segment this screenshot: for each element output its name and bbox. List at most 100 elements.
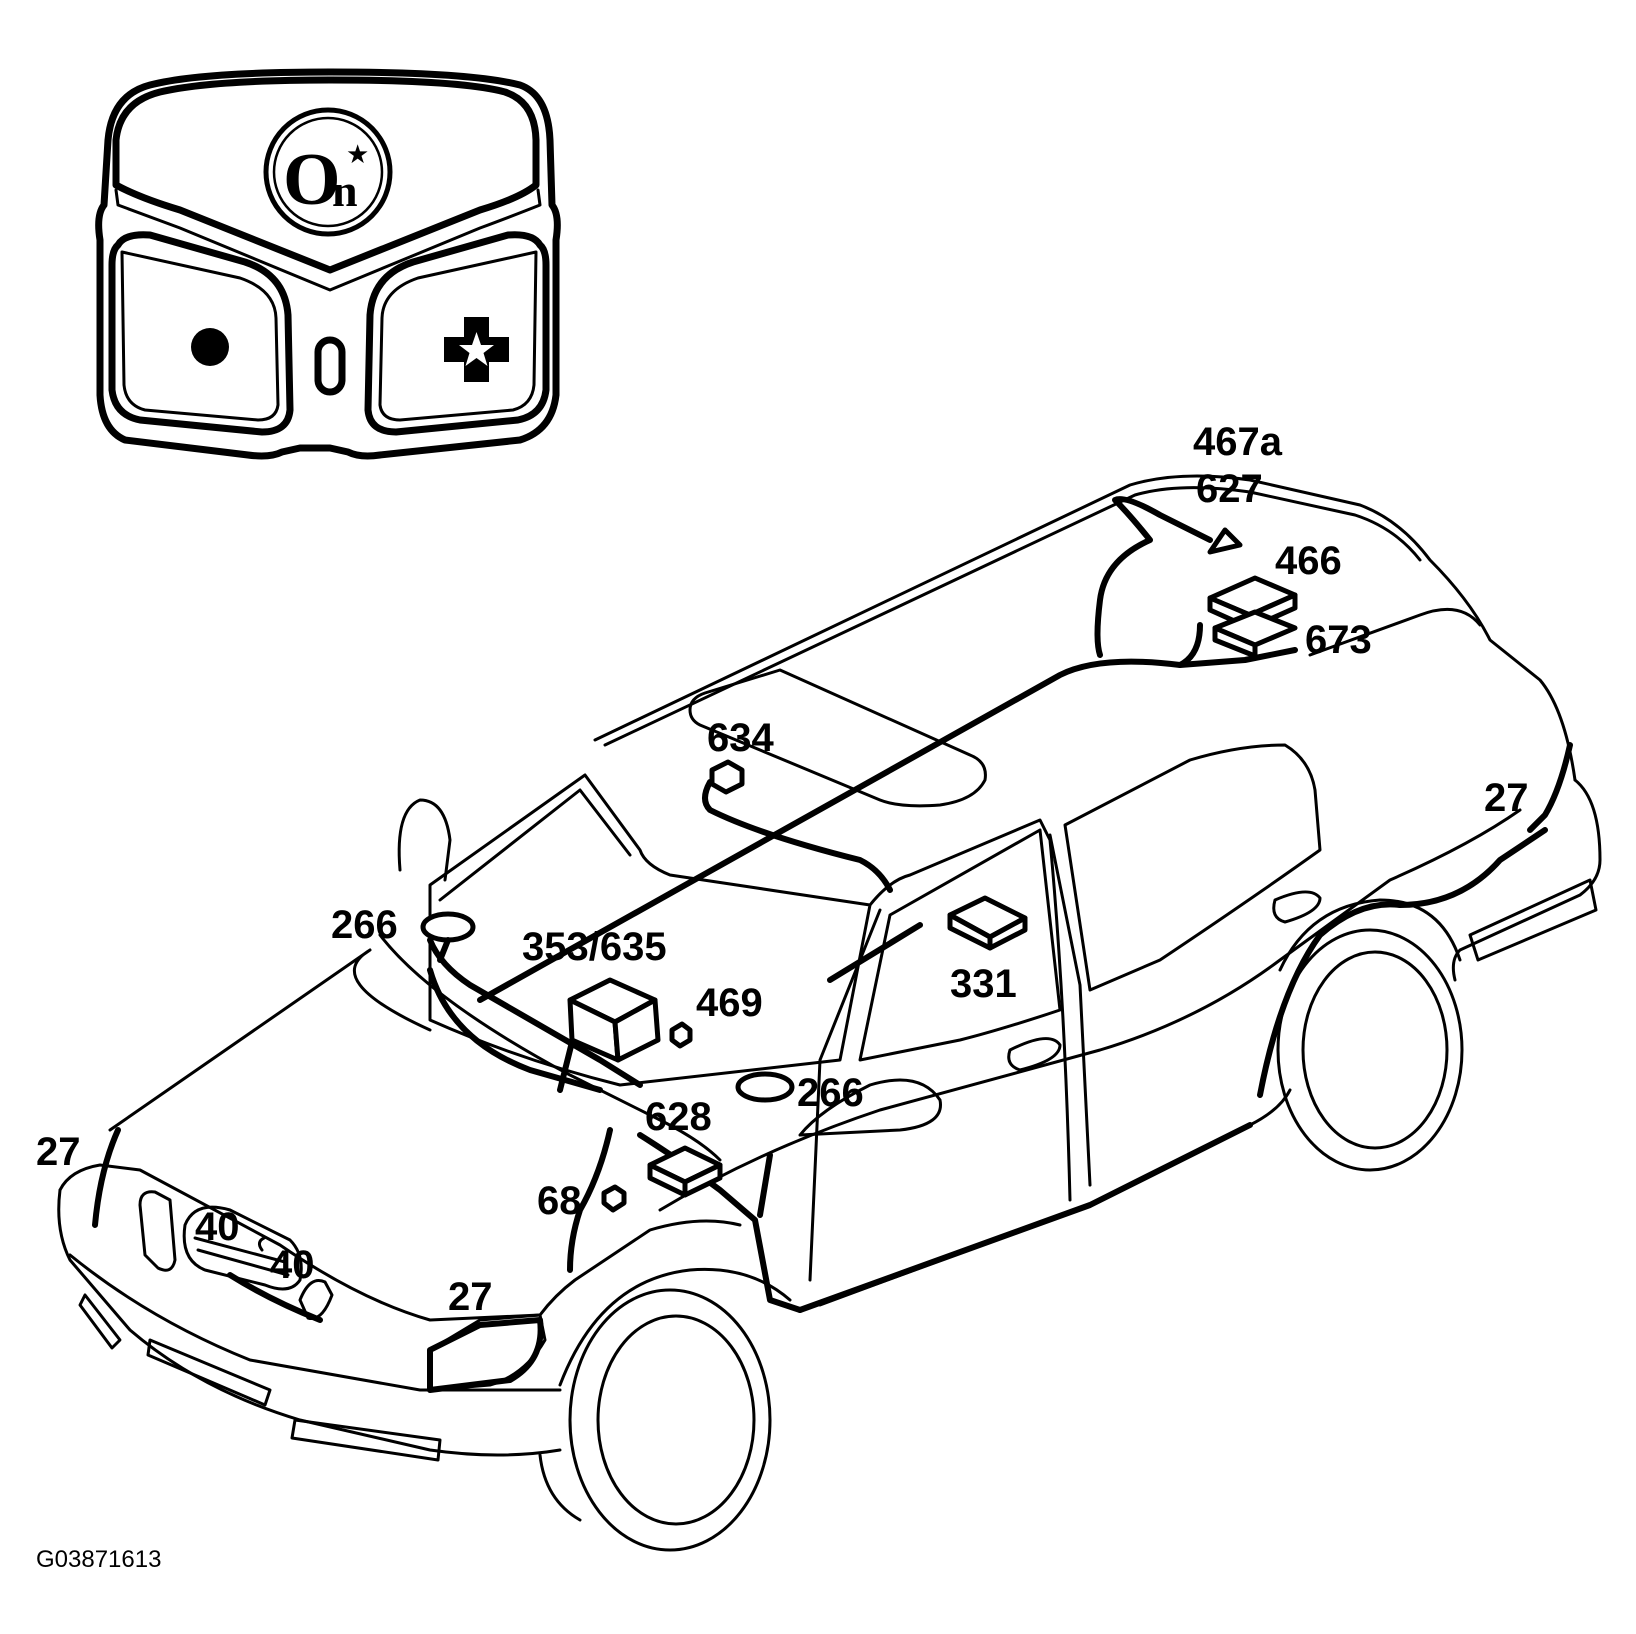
grille bbox=[182, 1205, 303, 1291]
grille-bars bbox=[193, 1236, 290, 1277]
callout-27-front: 27 bbox=[448, 1275, 493, 1319]
onstar-keypad: O n ★ bbox=[95, 68, 561, 460]
roof-outline bbox=[593, 474, 1577, 782]
microphone-slot-icon bbox=[314, 336, 346, 396]
sunroof bbox=[688, 668, 987, 808]
car-body bbox=[57, 474, 1602, 1552]
hood-left-edge bbox=[108, 948, 432, 1132]
callout-40-b: 40 bbox=[270, 1243, 315, 1287]
overhead-module-634 bbox=[709, 759, 745, 795]
rear-wheel-arch bbox=[1278, 898, 1462, 972]
figure-code: G03871613 bbox=[36, 1546, 161, 1573]
module-331 bbox=[947, 895, 1028, 951]
onstar-button[interactable] bbox=[112, 76, 540, 274]
cross-star-icon bbox=[444, 317, 509, 382]
front-door-window bbox=[858, 828, 1062, 1062]
left-button-inner bbox=[120, 250, 280, 422]
lower-intake-right bbox=[290, 1418, 442, 1462]
components bbox=[257, 527, 1298, 1252]
front-lower-edge bbox=[538, 1453, 582, 1522]
dash-harness-lower bbox=[427, 967, 603, 1093]
front-fender bbox=[538, 1219, 742, 1317]
connector-469 bbox=[669, 1021, 693, 1049]
rear-module-drop bbox=[1177, 622, 1203, 668]
left-headlamp-edge bbox=[92, 1127, 121, 1228]
left-mirror bbox=[397, 798, 452, 882]
rocker-harness bbox=[797, 1122, 1253, 1313]
front-bumper-line bbox=[68, 1253, 562, 1392]
rocker-line bbox=[818, 1088, 1292, 1307]
front-door-handle bbox=[1007, 1037, 1062, 1072]
module-673 bbox=[1212, 609, 1298, 659]
wiring-harness bbox=[92, 496, 1573, 1393]
right-mirror bbox=[798, 1078, 942, 1137]
callout-673: 673 bbox=[1305, 618, 1372, 662]
callout-469: 469 bbox=[696, 981, 763, 1025]
callout-467a: 467a bbox=[1193, 420, 1283, 464]
dot-icon bbox=[191, 328, 229, 366]
callout-40-a: 40 bbox=[195, 1205, 240, 1249]
callout-353-635: 353/635 bbox=[522, 925, 667, 969]
door-harness-331 bbox=[827, 922, 923, 983]
connector-68 bbox=[601, 1184, 627, 1213]
right-mic-drop bbox=[757, 1152, 773, 1218]
roof-inner-outline bbox=[603, 486, 1422, 747]
microphone-left-lead bbox=[437, 937, 451, 963]
module-628 bbox=[647, 1145, 723, 1198]
rear-tire bbox=[1276, 928, 1464, 1172]
rear-bumper-strip bbox=[1468, 878, 1598, 962]
roof-rear-edge bbox=[1308, 607, 1482, 657]
hood-right-edge bbox=[378, 933, 722, 1162]
callout-27-rear: 27 bbox=[1484, 776, 1529, 820]
callout-331: 331 bbox=[950, 962, 1017, 1006]
callout-labels: 467a 627 466 673 634 27 266 353/635 469 … bbox=[36, 420, 1529, 1319]
fog-light-left bbox=[78, 1293, 122, 1350]
callout-628: 628 bbox=[645, 1095, 712, 1139]
overhead-console-lead bbox=[702, 779, 893, 893]
front-rim bbox=[596, 1314, 756, 1526]
rear-quarter bbox=[1451, 778, 1602, 982]
right-button[interactable] bbox=[364, 231, 550, 436]
beltline bbox=[658, 808, 1522, 1212]
callout-27-front-left: 27 bbox=[36, 1130, 81, 1174]
callout-627: 627 bbox=[1196, 467, 1263, 511]
callout-266-left: 266 bbox=[331, 903, 398, 947]
right-button-inner bbox=[378, 250, 538, 422]
logo-star-icon: ★ bbox=[346, 139, 369, 169]
grille-lower-edge bbox=[227, 1272, 323, 1323]
module-353-635 bbox=[567, 977, 661, 1063]
onstar-logo: O n ★ bbox=[263, 107, 393, 237]
tail-lamp-edge bbox=[1527, 742, 1573, 833]
onstar-button-edge bbox=[114, 188, 542, 292]
antenna-627 bbox=[1207, 527, 1243, 555]
front-wheel-arch bbox=[558, 1267, 792, 1387]
front-tire bbox=[568, 1288, 772, 1552]
front-bumper bbox=[57, 1188, 562, 1457]
callout-634: 634 bbox=[707, 716, 774, 760]
b-pillar bbox=[1048, 833, 1092, 1187]
front-headlamp-edge bbox=[427, 1317, 544, 1393]
grille-left-slot bbox=[138, 1190, 177, 1272]
rear-arch-harness bbox=[1257, 827, 1548, 1098]
a-pillar-door-edge bbox=[868, 818, 1072, 1202]
rear-rim bbox=[1301, 950, 1449, 1150]
dash-harness-top bbox=[427, 937, 643, 1088]
keypad-housing bbox=[95, 68, 561, 460]
rear-door-window bbox=[1063, 743, 1322, 992]
logo-letter: O bbox=[283, 139, 341, 221]
callout-266-right: 266 bbox=[797, 1071, 864, 1115]
windshield-inner bbox=[438, 788, 632, 902]
left-button[interactable] bbox=[108, 231, 294, 436]
rear-antenna-harness bbox=[1094, 496, 1213, 658]
microphone-266-left bbox=[420, 911, 476, 943]
callout-466: 466 bbox=[1275, 539, 1342, 583]
microphone-266-right bbox=[735, 1071, 795, 1103]
front-fascia-top bbox=[58, 1163, 542, 1322]
horn-40-mark bbox=[257, 1236, 266, 1252]
rear-door-handle bbox=[1272, 890, 1322, 924]
callout-68: 68 bbox=[537, 1179, 582, 1223]
logo-letter-small: n bbox=[332, 165, 358, 216]
component-68-lead bbox=[567, 1127, 613, 1273]
